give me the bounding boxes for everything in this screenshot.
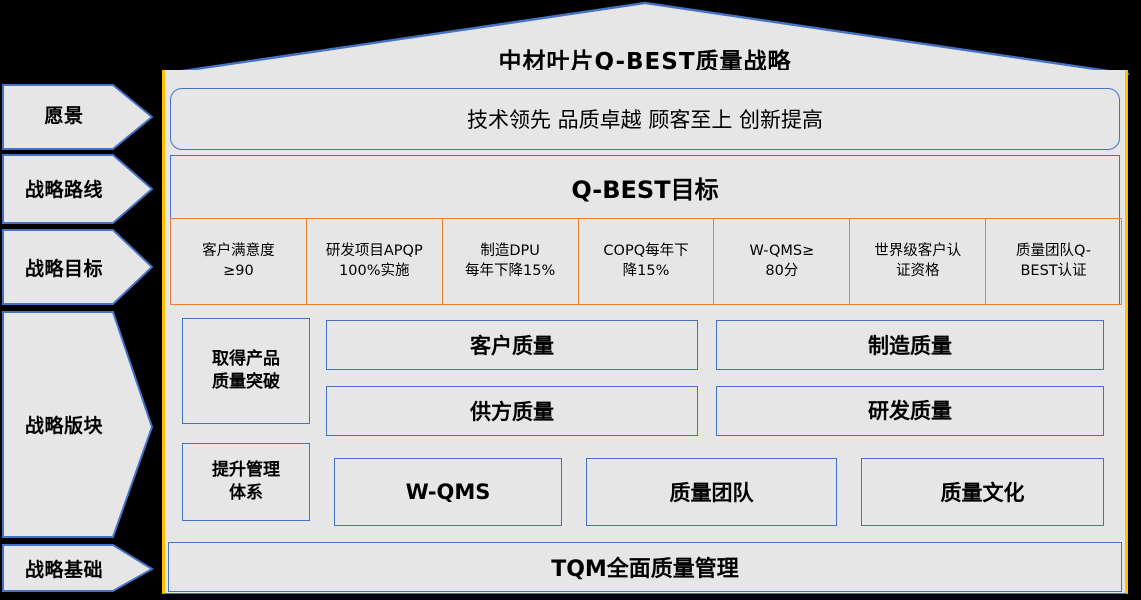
goal-cell: COPQ每年下降15% <box>579 219 715 304</box>
sidebar-chevron-foundation <box>2 544 154 592</box>
sidebar-item-route[interactable]: 战略路线 <box>0 155 152 221</box>
block-wqms[interactable]: W-QMS <box>334 458 562 526</box>
sidebar-item-goal[interactable]: 战略目标 <box>0 230 152 304</box>
sidebar-label-foundation: 战略基础 <box>24 558 103 581</box>
sidebar-label-route: 战略路线 <box>24 178 103 201</box>
block-product-quality-breakthrough[interactable]: 取得产品质量突破 <box>182 318 310 424</box>
sidebar-item-foundation[interactable]: 战略基础 <box>0 545 152 591</box>
foundation-tqm: TQM全面质量管理 <box>168 542 1122 592</box>
sidebar-chevron-goal <box>2 229 154 305</box>
goal-cell: 客户满意度≥90 <box>171 219 307 304</box>
sidebar-item-vision[interactable]: 愿景 <box>0 82 152 146</box>
block-customer-quality[interactable]: 客户质量 <box>326 320 698 370</box>
block-supplier-quality[interactable]: 供方质量 <box>326 386 698 436</box>
block-management-system-upgrade[interactable]: 提升管理体系 <box>182 443 310 521</box>
vision-band: 技术领先 品质卓越 顾客至上 创新提高 <box>170 88 1120 150</box>
block-manufacturing-quality[interactable]: 制造质量 <box>716 320 1104 370</box>
block-quality-culture[interactable]: 质量文化 <box>861 458 1104 526</box>
sidebar-chevron-rail <box>2 84 154 592</box>
sidebar-chevron-route <box>2 154 154 224</box>
goals-title: Q-BEST目标 <box>571 176 719 204</box>
block-quality-team[interactable]: 质量团队 <box>586 458 837 526</box>
goal-cell: W-QMS≥80分 <box>714 219 851 304</box>
vision-text: 技术领先 品质卓越 顾客至上 创新提高 <box>466 108 824 132</box>
sidebar-label-blocks: 战略版块 <box>24 415 103 437</box>
block-rd-quality[interactable]: 研发质量 <box>716 386 1104 436</box>
goal-cell: 世界级客户认证资格 <box>850 219 987 304</box>
sidebar-label-vision: 愿景 <box>44 104 84 127</box>
sidebar-chevron-blocks <box>2 311 154 538</box>
goal-cell: 质量团队Q-BEST认证 <box>1016 242 1092 279</box>
sidebar-chevron-vision <box>2 84 154 150</box>
sidebar-item-blocks[interactable]: 战略版块 <box>0 312 152 537</box>
sidebar-label-goal: 战略目标 <box>24 257 103 280</box>
